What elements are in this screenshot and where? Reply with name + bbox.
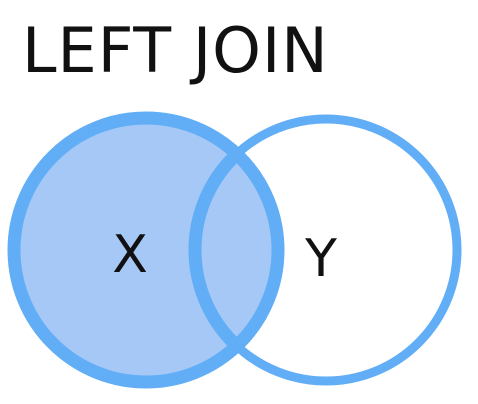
set-x-circle	[7, 111, 285, 389]
diagram-title: LEFT JOIN	[22, 14, 329, 87]
set-y-label: Y	[304, 229, 337, 289]
overlap-boundary-arc	[188, 118, 278, 382]
set-x-label: X	[112, 225, 148, 285]
